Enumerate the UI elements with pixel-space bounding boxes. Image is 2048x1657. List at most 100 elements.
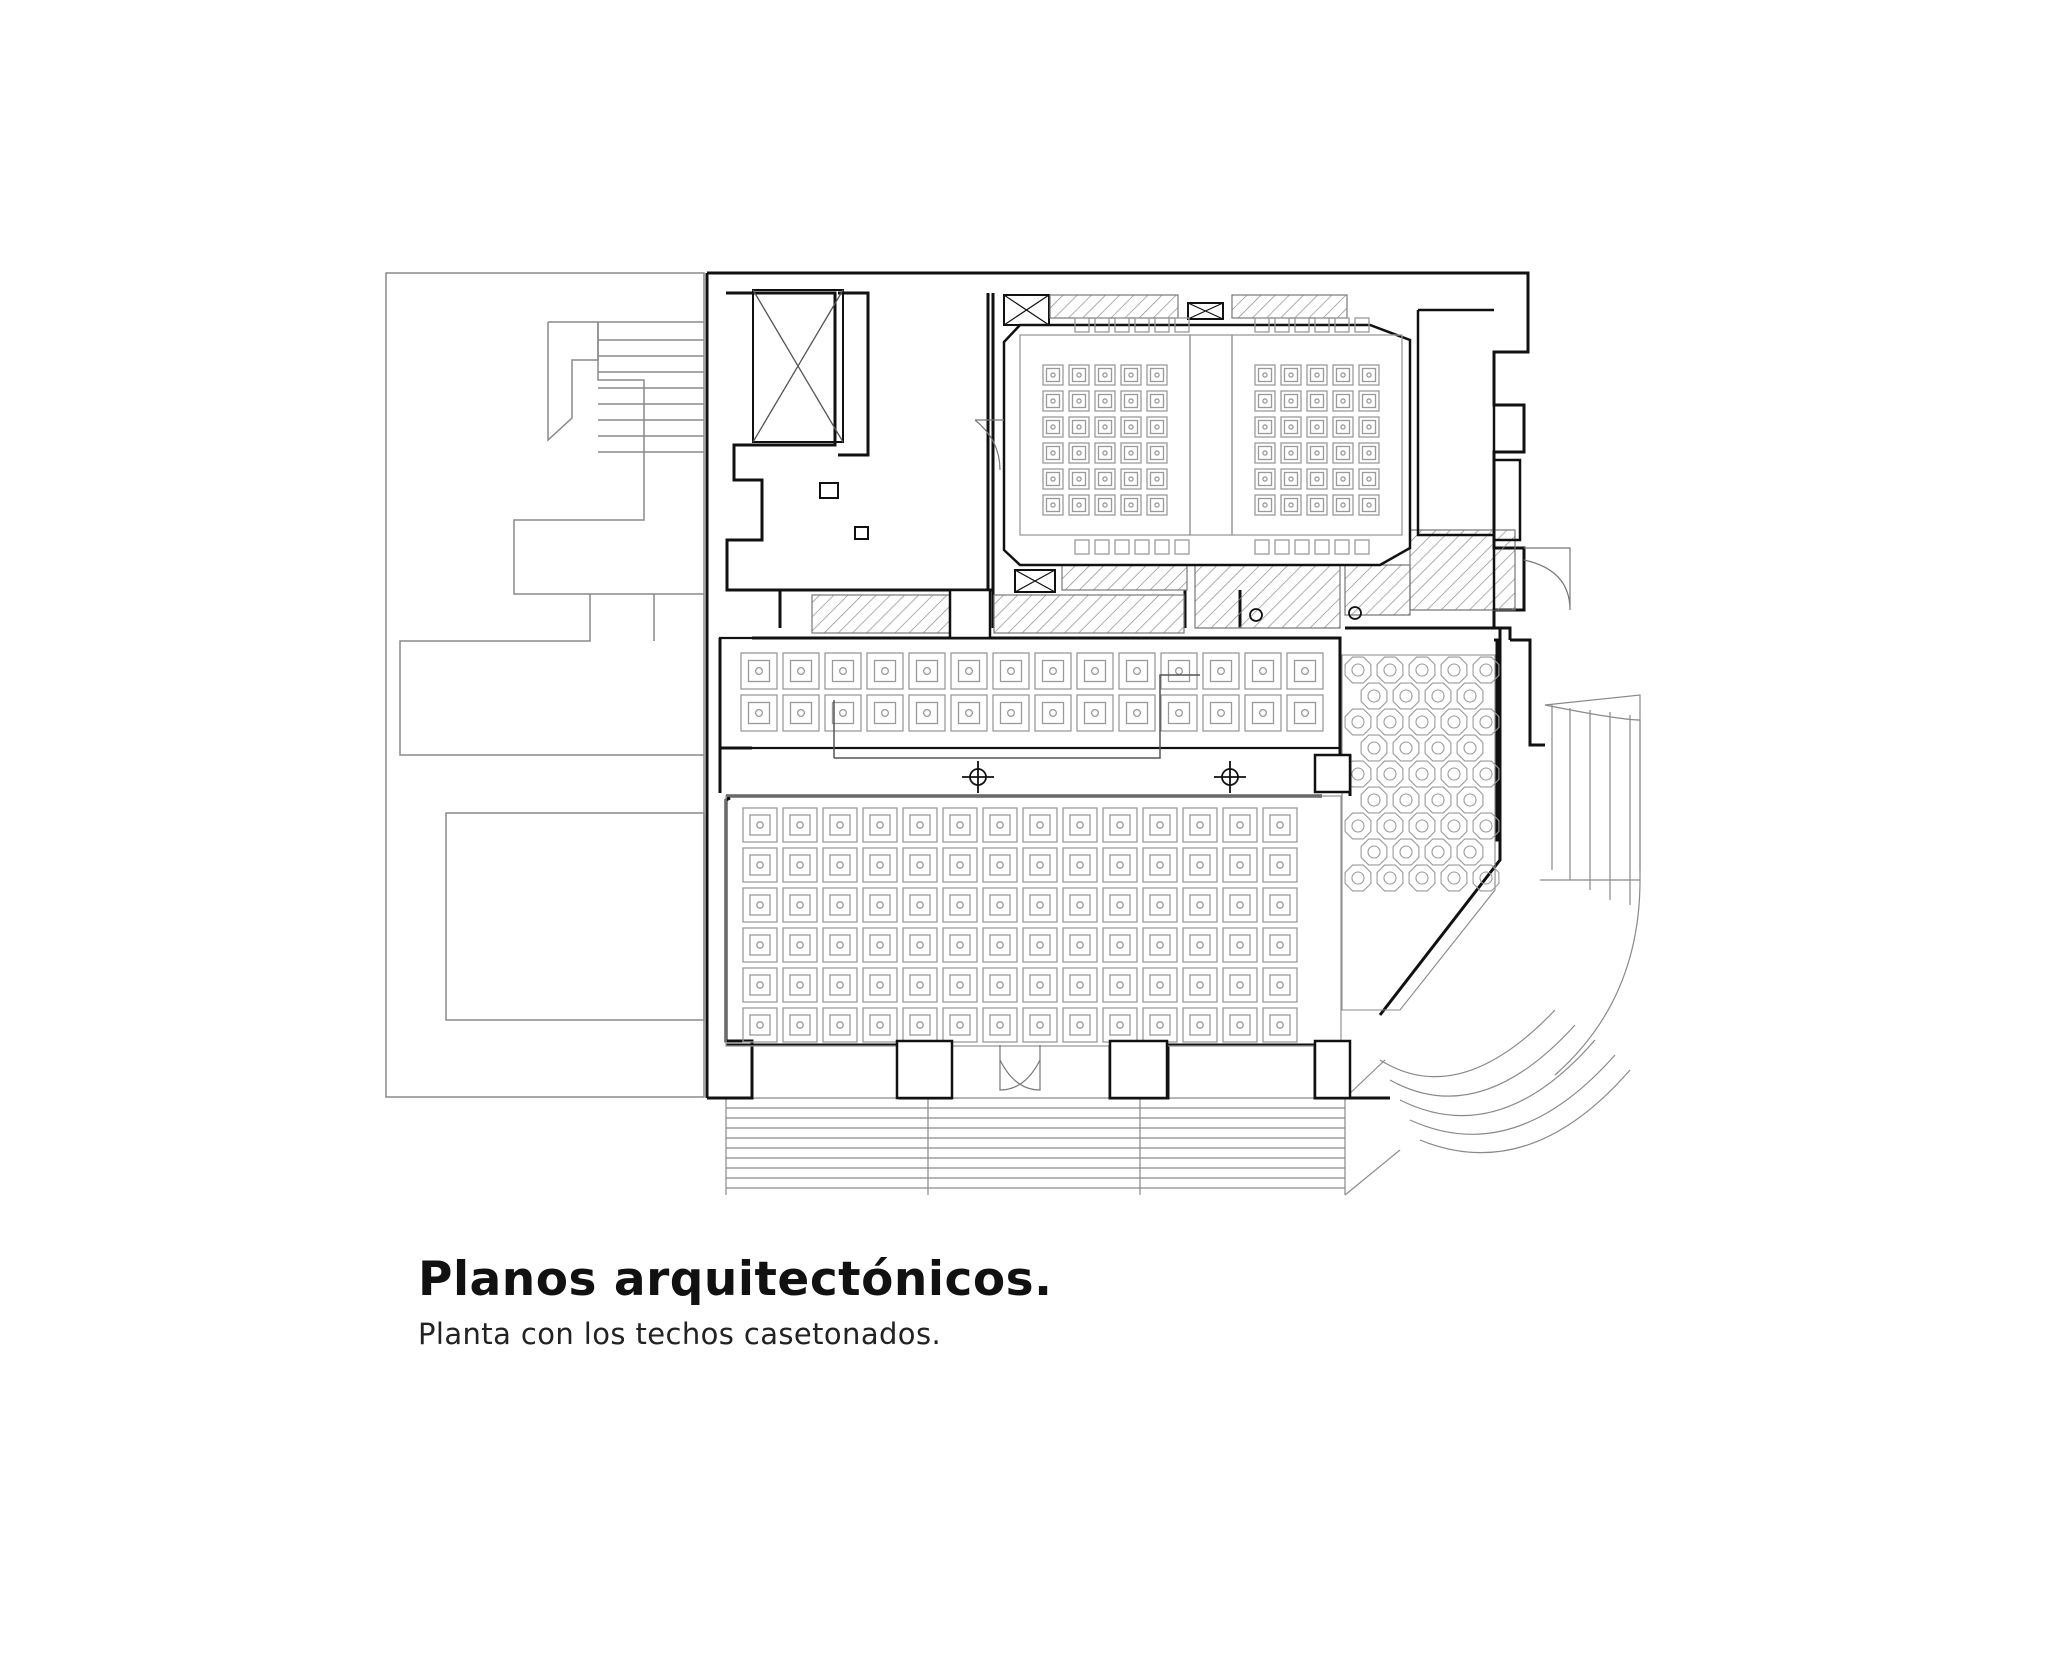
octagon-tile [1440,864,1468,892]
coffer-panel [1262,1007,1298,1043]
coffer-panel [742,927,778,963]
coffer-panel [1254,442,1276,464]
octagon-tile [1440,656,1468,684]
octagon-tile [1472,760,1500,788]
coffer-panel [1146,442,1168,464]
coffer-panel [1146,468,1168,490]
coffer-panel [740,652,778,690]
coffer-panel [1068,364,1090,386]
coffer-panel [782,807,818,843]
octagon-tile [1392,786,1420,814]
coffer-panel [1358,468,1380,490]
coffer-panel [982,927,1018,963]
coffer-panel [982,967,1018,1003]
coffer-panel [1118,652,1156,690]
octagon-center [1415,871,1429,885]
coffer-panel [1222,1007,1258,1043]
coffer-panel [1332,364,1354,386]
coffer-panel [822,847,858,883]
octagon-center [1479,871,1493,885]
octagon-tile [1376,656,1404,684]
octagon-center [1463,741,1477,755]
coffer-panel [1294,317,1310,333]
coffer-panel [902,967,938,1003]
octagon-ceiling [1341,654,1500,1011]
octagon-center [1431,845,1445,859]
octagon-center [1479,819,1493,833]
coffer-panel [782,927,818,963]
coffer-panel [1114,539,1130,555]
coffer-panel [1274,539,1290,555]
coffer-panel [1094,468,1116,490]
octagon-tile [1344,864,1372,892]
coffer-panel [1042,364,1064,386]
band-coffered-ceiling [718,636,1342,759]
coffer-panel [1146,364,1168,386]
coffer-panel [1142,807,1178,843]
octagon-tile [1424,682,1452,710]
octagon-center [1399,741,1413,755]
survey-markers [962,606,1362,793]
coffer-panel [1146,494,1168,516]
octagon-center [1415,663,1429,677]
coffer-panel [1280,390,1302,412]
octagon-center [1367,689,1381,703]
coffer-panel [1154,317,1170,333]
coffer-panel [1314,317,1330,333]
coffer-panel [1254,494,1276,516]
coffer-panel [1022,967,1058,1003]
octagon-tile [1344,708,1372,736]
coffer-panel [1068,442,1090,464]
octagon-tile [1424,734,1452,762]
coffer-panel [1280,494,1302,516]
coffer-panel [1142,1007,1178,1043]
upper-coffered-ceiling [1002,317,1412,567]
coffer-panel [1182,887,1218,923]
coffer-panel [1062,887,1098,923]
coffer-panel [822,807,858,843]
coffer-panel [782,967,818,1003]
octagon-center [1351,871,1365,885]
coffer-panel [1174,539,1190,555]
octagon-center [1383,663,1397,677]
coffer-panel [1182,967,1218,1003]
coffer-panel [862,887,898,923]
octagon-center [1367,741,1381,755]
coffer-panel [902,807,938,843]
coffer-panel [822,1007,858,1043]
coffer-panel [1280,442,1302,464]
coffer-panel [1202,694,1240,732]
east-wing-walls [1416,308,1522,610]
coffer-panel [1062,927,1098,963]
octagon-center [1351,819,1365,833]
coffer-panel [782,694,820,732]
coffer-panel [1354,317,1370,333]
coffer-panel [1120,468,1142,490]
octagon-tile [1424,838,1452,866]
octagon-center [1383,819,1397,833]
octagon-tile [1408,812,1436,840]
coffer-panel [1202,652,1240,690]
coffer-panel [1182,847,1218,883]
octagon-tile [1408,656,1436,684]
coffer-panel [1244,652,1282,690]
caption-subtitle: Planta con los techos casetonados. [418,1317,942,1351]
coffer-panel [942,807,978,843]
coffer-panel [1254,416,1276,438]
coffer-panel [1286,694,1324,732]
coffer-panel [1142,967,1178,1003]
coffer-panel [1182,807,1218,843]
octagon-center [1479,767,1493,781]
coffer-panel [1074,317,1090,333]
coffer-panel [982,847,1018,883]
coffer-panel [1042,442,1064,464]
coffer-panel [1042,494,1064,516]
octagon-tile [1456,734,1484,762]
octagon-center [1447,767,1461,781]
octagon-tile [1376,760,1404,788]
coffer-panel [782,847,818,883]
coffer-panel [862,847,898,883]
coffer-panel [1280,416,1302,438]
coffer-panel [982,807,1018,843]
coffer-panel [1142,887,1178,923]
